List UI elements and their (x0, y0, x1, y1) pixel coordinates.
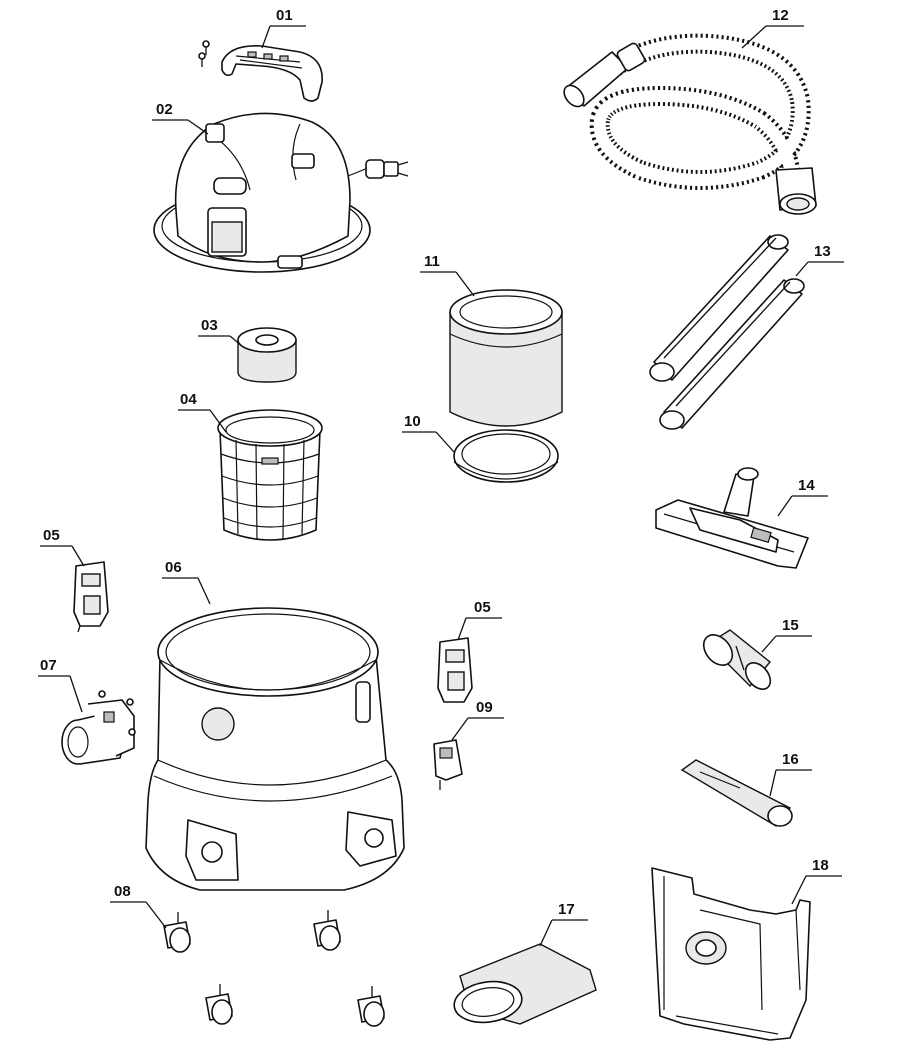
part-15-adapter (702, 629, 772, 690)
part-label-13: 13 (814, 243, 831, 260)
part-04-filter-basket (217, 409, 323, 541)
part-13-extension-tubes (649, 234, 805, 430)
part-16-crevice-nozzle (680, 759, 793, 827)
part-label-10: 10 (404, 413, 421, 430)
part-label-05b: 05 (474, 599, 491, 616)
part-label-06: 06 (165, 559, 182, 576)
part-09-switch (433, 739, 463, 790)
part-07-inlet-adapter (61, 690, 136, 765)
part-label-04: 04 (180, 391, 197, 408)
part-05-clip-left (73, 561, 109, 633)
part-08-caster-3 (205, 984, 233, 1025)
part-label-09: 09 (476, 699, 493, 716)
part-label-03: 03 (201, 317, 218, 334)
part-17-nozzle (453, 943, 597, 1025)
part-label-15: 15 (782, 617, 799, 634)
part-05-clip-right (437, 637, 473, 703)
part-label-14: 14 (798, 477, 815, 494)
part-11-cartridge-filter (449, 289, 563, 427)
part-08-caster-1 (163, 912, 191, 953)
part-label-02: 02 (156, 101, 173, 118)
part-02-motor-head (153, 112, 409, 273)
part-06-container (145, 607, 405, 891)
part-label-07: 07 (40, 657, 57, 674)
part-01-handle (198, 40, 323, 102)
part-08-caster-4 (357, 986, 385, 1027)
part-label-11: 11 (424, 253, 440, 270)
part-10-filter-ring (453, 429, 559, 483)
part-label-17: 17 (558, 901, 575, 918)
part-12-suction-hose (563, 33, 817, 215)
part-14-floor-nozzle (655, 467, 809, 569)
part-18-dust-bag (651, 867, 811, 1041)
part-08-caster-2 (313, 910, 341, 951)
part-label-01: 01 (276, 7, 293, 24)
part-label-12: 12 (772, 7, 789, 24)
part-label-18: 18 (812, 857, 829, 874)
part-03-foam-filter (237, 327, 297, 383)
part-label-08: 08 (114, 883, 131, 900)
part-label-16: 16 (782, 751, 799, 768)
part-label-05a: 05 (43, 527, 60, 544)
